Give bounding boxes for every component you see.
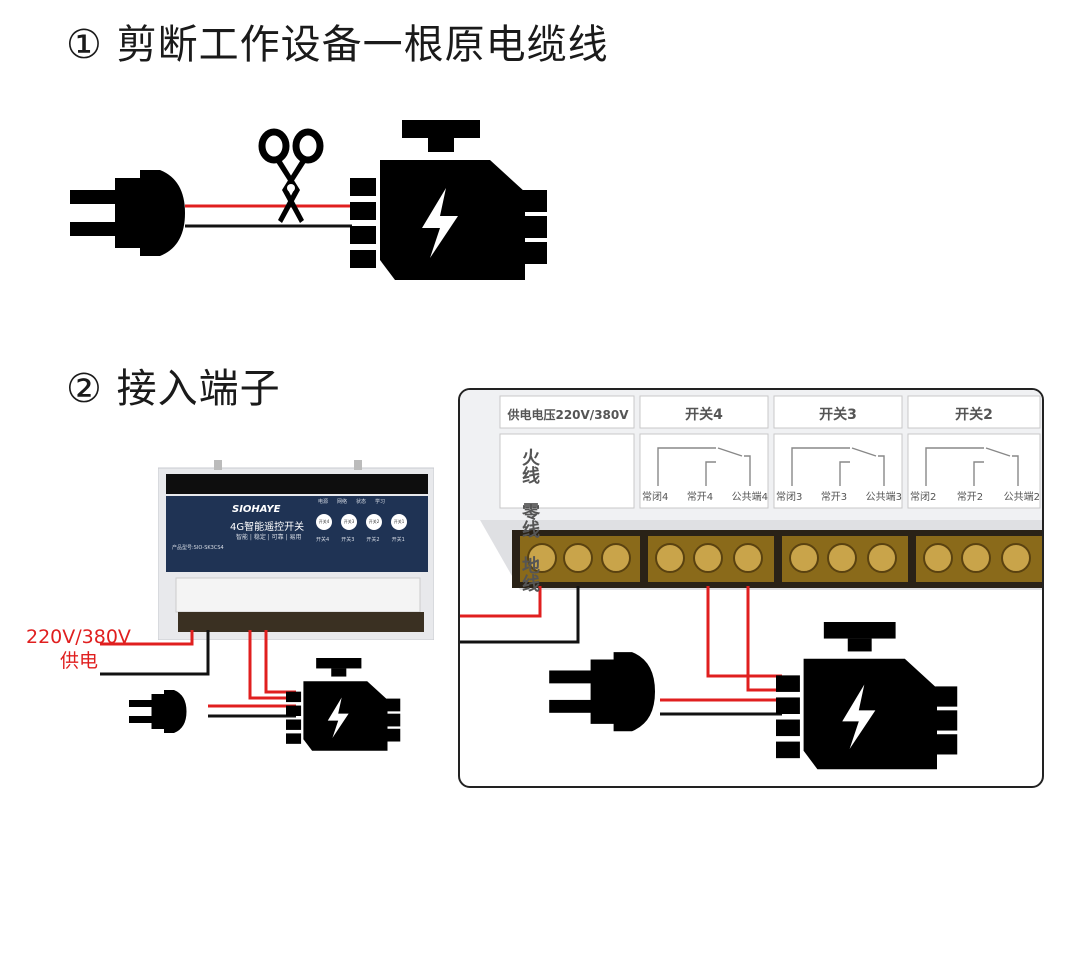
switch3-button[interactable]: 开关3 (341, 514, 357, 530)
step2-title: ② 接入端子 (66, 366, 281, 412)
motor-icon (286, 658, 401, 751)
ground-wire-label: 地线 (519, 556, 540, 592)
no4-label: 常开4 (686, 492, 714, 503)
switch2-terminals: 常闭2 常开2 公共端2 (910, 488, 1040, 503)
supply-header: 供电电压220V/380V (507, 408, 629, 422)
device-led-labels: 开关4 开关3 开关2 开关1 (316, 536, 405, 543)
switch4-header: 开关4 (685, 407, 723, 423)
plug-icon (129, 690, 187, 733)
label-learn: 学习 (375, 499, 386, 505)
device-top-labels: 电源 网络 状态 学习 (318, 498, 385, 505)
lightning-icon (422, 188, 458, 258)
motor-icon (350, 120, 547, 280)
com3-label: 公共端3 (865, 492, 902, 503)
device-buttons: 开关4 开关3 开关2 开关1 (316, 514, 407, 530)
step2-small-wiring (100, 630, 401, 751)
smart-switch-device: SIOHAYE 4G智能遥控开关 智能 | 稳定 | 可靠 | 易用 产品型号:… (158, 460, 434, 640)
lightning-icon (842, 684, 876, 749)
no2-label: 常开2 (956, 492, 984, 503)
terminal-zoom-panel: 供电电压220V/380V 火线 零线 地线 开关4 常闭4 常开4 公共端4 … (458, 388, 1044, 788)
switch2-header: 开关2 (955, 407, 993, 423)
led-switch3: 开关3 (341, 537, 355, 543)
led-switch4: 开关4 (316, 537, 330, 543)
switch4-terminals: 常闭4 常开4 公共端4 (642, 488, 768, 503)
com4-label: 公共端4 (731, 492, 768, 503)
step1-diagram (70, 120, 547, 280)
device-model: 产品型号:SIO-SK3CS4 (172, 545, 224, 551)
label-power: 电源 (318, 499, 329, 505)
led-switch2: 开关2 (366, 537, 380, 543)
label-status: 状态 (356, 499, 367, 505)
device-name: 4G智能遥控开关 (230, 522, 305, 533)
live-wire-label: 火线 (519, 448, 540, 484)
switch1-button[interactable]: 开关1 (391, 514, 407, 530)
neutral-wire-label: 零线 (519, 502, 540, 538)
plug-icon (70, 170, 185, 256)
lightning-icon (327, 697, 349, 739)
wire-labels: 火线 零线 地线 (516, 448, 542, 592)
scissors-icon (258, 128, 324, 223)
device-brand: SIOHAYE (232, 504, 281, 515)
switch2-button[interactable]: 开关2 (366, 514, 382, 530)
led-switch1: 开关1 (391, 537, 405, 543)
label-network: 网络 (337, 499, 348, 505)
device-tagline: 智能 | 稳定 | 可靠 | 易用 (236, 534, 302, 541)
motor-icon (776, 622, 958, 770)
no3-label: 常开3 (820, 492, 848, 503)
nc3-label: 常闭3 (776, 492, 803, 503)
plug-icon (549, 652, 655, 732)
supply-power-label: 供电 (60, 650, 99, 672)
switch3-header: 开关3 (819, 407, 857, 423)
nc2-label: 常闭2 (910, 492, 937, 503)
switch3-terminals: 常闭3 常开3 公共端3 (776, 488, 902, 503)
switch4-button[interactable]: 开关4 (316, 514, 332, 530)
step1-title: ① 剪断工作设备一根原电缆线 (66, 22, 609, 68)
com2-label: 公共端2 (1003, 492, 1040, 503)
nc4-label: 常闭4 (642, 492, 669, 503)
